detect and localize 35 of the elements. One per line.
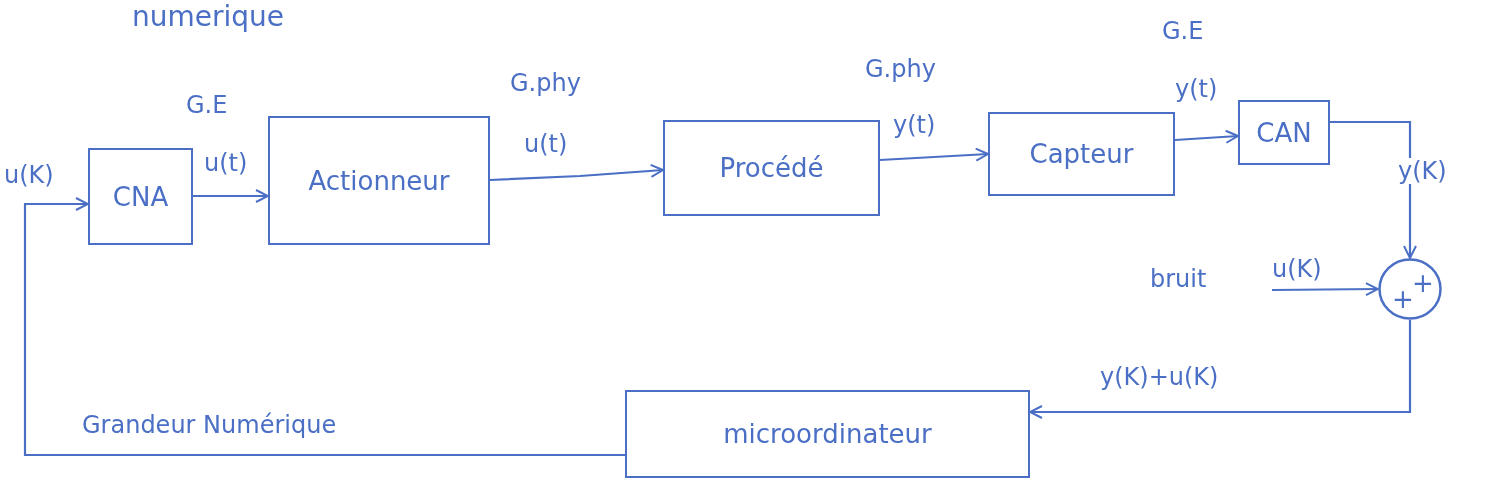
block-label: Capteur <box>1029 139 1134 169</box>
signal-label: u(K) <box>4 162 54 189</box>
block-box <box>988 112 1175 196</box>
block-box <box>663 120 880 216</box>
signal-label: u(t) <box>524 131 568 158</box>
block-box <box>268 116 490 245</box>
arrow <box>1029 320 1412 419</box>
arrow <box>1272 282 1379 297</box>
signal-label: u(t) <box>204 150 248 177</box>
arrow <box>1174 129 1239 144</box>
arrow <box>879 147 989 162</box>
signal-label: y(t) <box>1175 76 1218 103</box>
signal-label: y(t) <box>893 112 936 139</box>
arrow <box>193 189 269 203</box>
sign-label: + <box>1392 286 1414 312</box>
heading-fragment: numerique <box>132 2 285 33</box>
quantity-label: G.phy <box>510 70 581 97</box>
block-box <box>625 390 1030 478</box>
arrow <box>23 197 625 457</box>
quantity-label: G.phy <box>865 56 936 83</box>
block-box <box>88 148 193 245</box>
arrow <box>1330 120 1417 259</box>
sign-label: + <box>1412 270 1434 296</box>
block-label: CAN <box>1256 117 1312 148</box>
quantity-label: Grandeur Numérique <box>82 412 337 439</box>
arrow <box>489 163 664 182</box>
block-label: microordinateur <box>723 419 932 449</box>
block-label: Procédé <box>719 153 824 183</box>
block-label: CNA <box>112 181 169 212</box>
block-label: Actionneur <box>308 165 450 196</box>
signal-label: u(K) <box>1272 256 1322 283</box>
summing-junction <box>1378 258 1442 320</box>
signal-label: y(K)+u(K) <box>1100 364 1219 391</box>
signal-label: y(K) <box>1398 158 1447 185</box>
block-box <box>1238 100 1330 165</box>
